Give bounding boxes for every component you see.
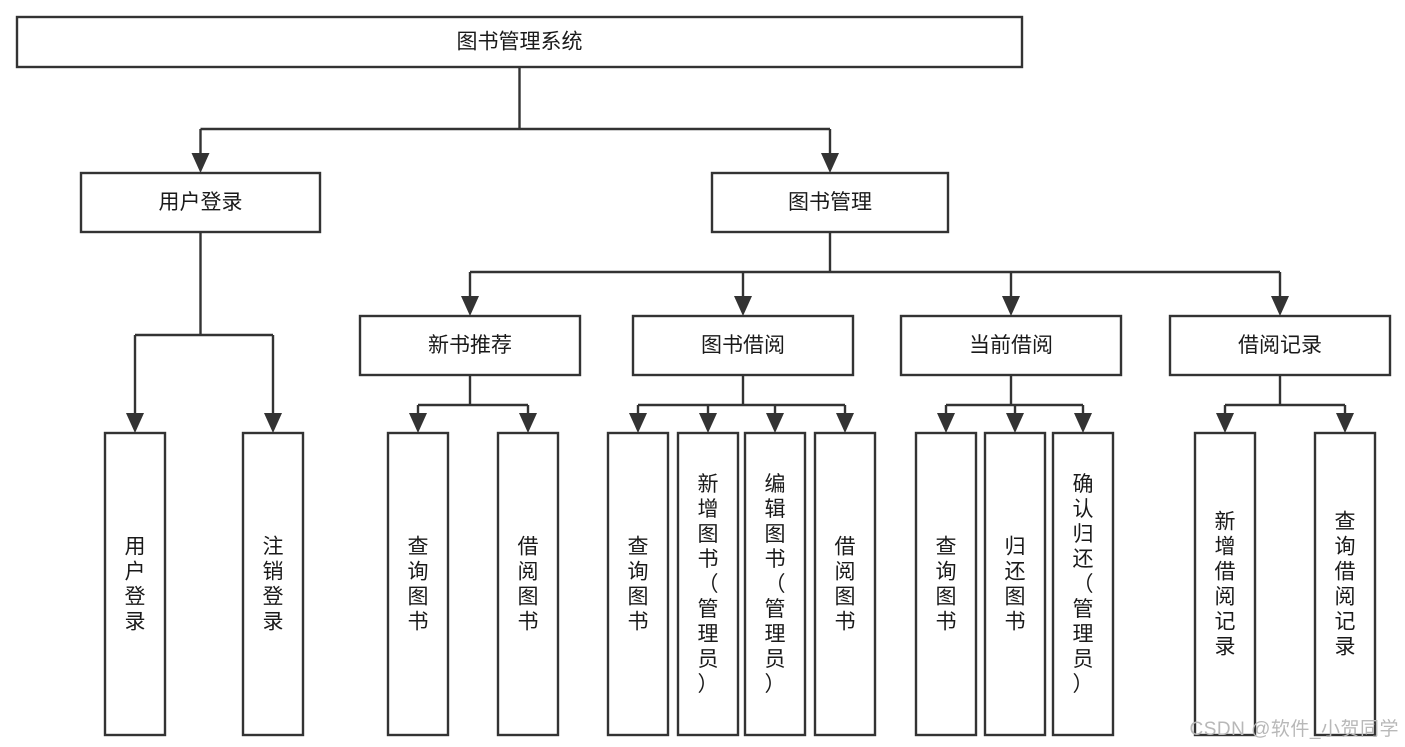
node-box-leaf-query-book-3	[914, 431, 978, 737]
arrow-head-book-manage-to-book-borrow	[734, 296, 752, 316]
node-leaf-query-book-2[interactable]: 查询图书	[606, 431, 670, 737]
node-leaf-add-book[interactable]: 新增图书（管理员）	[676, 431, 740, 737]
node-label-book-borrow: 图书借阅	[701, 334, 785, 357]
node-leaf-query-book-1[interactable]: 查询图书	[386, 431, 450, 737]
node-label-leaf-borrow-book-1: 借阅图书	[518, 536, 539, 634]
node-box-leaf-query-book-2	[606, 431, 670, 737]
node-label-borrow-record: 借阅记录	[1238, 334, 1322, 357]
arrow-head-current-borrow-to-leaf-return-book	[1006, 413, 1024, 433]
arrow-head-new-book-rec-to-leaf-borrow-book-1	[519, 413, 537, 433]
node-box-leaf-query-record	[1313, 431, 1377, 737]
arrow-head-current-borrow-to-leaf-confirm-return	[1074, 413, 1092, 433]
node-layer: 图书管理系统用户登录图书管理新书推荐图书借阅当前借阅借阅记录用户登录注销登录查询…	[15, 15, 1392, 737]
node-label-new-book-rec: 新书推荐	[428, 334, 512, 357]
node-label-leaf-logout: 注销登录	[263, 536, 284, 634]
node-label-leaf-query-book-1: 查询图书	[408, 536, 429, 634]
node-box-book-borrow	[631, 314, 855, 377]
node-box-current-borrow	[899, 314, 1123, 377]
node-box-leaf-query-book-1	[386, 431, 450, 737]
node-box-new-book-rec	[358, 314, 582, 377]
node-new-book-rec[interactable]: 新书推荐	[358, 314, 582, 377]
node-box-user-login	[79, 171, 322, 234]
node-leaf-user-login[interactable]: 用户登录	[103, 431, 167, 737]
arrow-head-root-to-user-login	[191, 153, 210, 173]
arrow-head-book-borrow-to-leaf-borrow-book-2	[836, 413, 854, 433]
node-box-borrow-record	[1168, 314, 1392, 377]
node-box-leaf-logout	[241, 431, 305, 737]
node-leaf-edit-book[interactable]: 编辑图书（管理员）	[743, 431, 807, 737]
node-box-leaf-edit-book	[743, 431, 807, 737]
node-label-leaf-user-login: 用户登录	[125, 536, 146, 634]
node-current-borrow[interactable]: 当前借阅	[899, 314, 1123, 377]
arrow-head-book-manage-to-borrow-record	[1271, 296, 1289, 316]
node-label-leaf-edit-book: 编辑图书（管理员）	[765, 473, 786, 696]
arrow-head-book-borrow-to-leaf-query-book-2	[629, 413, 647, 433]
node-user-login[interactable]: 用户登录	[79, 171, 322, 234]
node-leaf-query-record[interactable]: 查询借阅记录	[1313, 431, 1377, 737]
arrow-head-root-to-book-manage	[821, 153, 839, 173]
node-box-leaf-add-book	[676, 431, 740, 737]
node-label-leaf-borrow-book-2: 借阅图书	[835, 536, 856, 634]
node-label-user-login: 用户登录	[159, 191, 243, 214]
node-box-book-manage	[710, 171, 950, 234]
node-box-leaf-user-login	[103, 431, 167, 737]
node-leaf-query-book-3[interactable]: 查询图书	[914, 431, 978, 737]
node-leaf-confirm-return[interactable]: 确认归还（管理员）	[1051, 431, 1115, 737]
arrow-head-book-manage-to-current-borrow	[1002, 296, 1020, 316]
node-label-root: 图书管理系统	[457, 31, 583, 54]
arrow-head-book-manage-to-new-book-rec	[461, 296, 479, 316]
node-borrow-record[interactable]: 借阅记录	[1168, 314, 1392, 377]
node-book-manage[interactable]: 图书管理	[710, 171, 950, 234]
node-label-current-borrow: 当前借阅	[969, 334, 1053, 357]
node-box-leaf-confirm-return	[1051, 431, 1115, 737]
node-box-leaf-borrow-book-1	[496, 431, 560, 737]
arrow-head-book-borrow-to-leaf-add-book	[699, 413, 717, 433]
node-label-leaf-add-book: 新增图书（管理员）	[698, 473, 719, 696]
node-label-book-manage: 图书管理	[788, 191, 872, 214]
arrow-head-borrow-record-to-leaf-query-record	[1336, 413, 1354, 433]
node-label-leaf-add-record: 新增借阅记录	[1215, 511, 1236, 659]
arrow-head-book-borrow-to-leaf-edit-book	[766, 413, 784, 433]
arrow-head-new-book-rec-to-leaf-query-book-1	[409, 413, 427, 433]
node-book-borrow[interactable]: 图书借阅	[631, 314, 855, 377]
arrow-head-user-login-to-leaf-user-login	[126, 413, 144, 433]
csdn-watermark: CSDN @软件_小贺同学	[1189, 719, 1399, 740]
node-leaf-add-record[interactable]: 新增借阅记录	[1193, 431, 1257, 737]
node-leaf-logout[interactable]: 注销登录	[241, 431, 305, 737]
edge-layer	[126, 67, 1354, 433]
node-label-leaf-confirm-return: 确认归还（管理员）	[1073, 473, 1094, 696]
arrow-head-current-borrow-to-leaf-query-book-3	[937, 413, 955, 433]
node-root[interactable]: 图书管理系统	[15, 15, 1024, 69]
node-leaf-borrow-book-2[interactable]: 借阅图书	[813, 431, 877, 737]
node-box-leaf-return-book	[983, 431, 1047, 737]
node-label-leaf-query-book-3: 查询图书	[936, 536, 957, 634]
node-label-leaf-query-book-2: 查询图书	[628, 536, 649, 634]
node-label-leaf-query-record: 查询借阅记录	[1335, 511, 1356, 659]
node-label-leaf-return-book: 归还图书	[1005, 536, 1026, 634]
arrow-head-borrow-record-to-leaf-add-record	[1216, 413, 1234, 433]
node-leaf-return-book[interactable]: 归还图书	[983, 431, 1047, 737]
node-leaf-borrow-book-1[interactable]: 借阅图书	[496, 431, 560, 737]
arrow-head-user-login-to-leaf-logout	[264, 413, 282, 433]
node-box-leaf-add-record	[1193, 431, 1257, 737]
node-box-root	[15, 15, 1024, 69]
node-box-leaf-borrow-book-2	[813, 431, 877, 737]
